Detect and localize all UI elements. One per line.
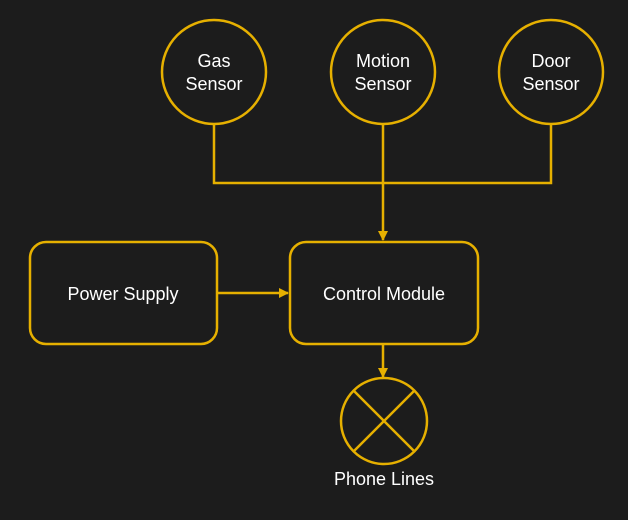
motion-sensor-node[interactable] (329, 18, 437, 126)
gas-sensor-label-1: Gas (197, 51, 230, 71)
motion-sensor-label-2: Sensor (354, 74, 411, 94)
edge-door-sensor (383, 124, 553, 185)
power-supply-label: Power Supply (67, 284, 178, 304)
control-module-label: Control Module (323, 284, 445, 304)
power-supply-node[interactable] (28, 240, 219, 346)
control-module-node[interactable] (288, 240, 480, 346)
door-sensor-label-2: Sensor (522, 74, 579, 94)
door-sensor-node[interactable] (497, 18, 605, 126)
crossed-circle-icon[interactable] (339, 376, 429, 466)
motion-sensor-label-1: Motion (356, 51, 410, 71)
door-sensor-label-1: Door (531, 51, 570, 71)
phone-lines-label: Phone Lines (334, 469, 434, 489)
edge-gas-sensor (212, 124, 383, 185)
gas-sensor-node[interactable] (160, 18, 268, 126)
gas-sensor-label-2: Sensor (185, 74, 242, 94)
